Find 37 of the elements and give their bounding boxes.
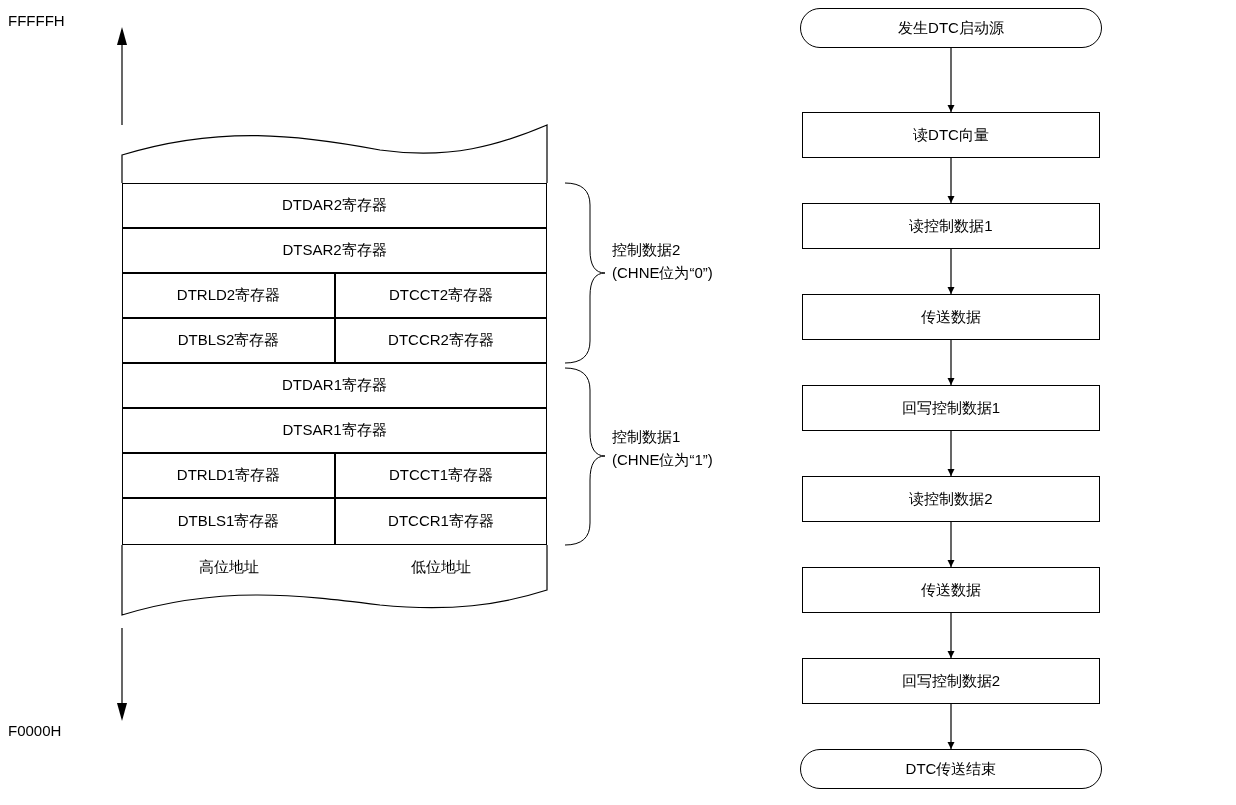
process-box: 读控制数据2 — [802, 476, 1100, 522]
arrow — [947, 703, 955, 750]
terminator-shape: 发生DTC启动源 — [800, 8, 1102, 48]
register-cell: DTCCT1寄存器 — [335, 453, 547, 498]
arrow — [947, 339, 955, 386]
process-box: 回写控制数据2 — [802, 658, 1100, 704]
register-cell: DTBLS2寄存器 — [122, 318, 335, 363]
process-box: 回写控制数据1 — [802, 385, 1100, 431]
process-box: 传送数据 — [802, 294, 1100, 340]
process-box: 读控制数据1 — [802, 203, 1100, 249]
register-cell: DTCCT2寄存器 — [335, 273, 547, 318]
arrow — [947, 47, 955, 113]
register-cell: DTRLD1寄存器 — [122, 453, 335, 498]
register-cell: DTDAR1寄存器 — [122, 363, 547, 408]
process-box: 读DTC向量 — [802, 112, 1100, 158]
process-box: 传送数据 — [802, 567, 1100, 613]
register-cell: DTRLD2寄存器 — [122, 273, 335, 318]
arrow — [947, 612, 955, 659]
brace-label: (CHNE位为“1”) — [612, 450, 713, 470]
register-cell: DTDAR2寄存器 — [122, 183, 547, 228]
register-cell: DTSAR2寄存器 — [122, 228, 547, 273]
terminator-shape: DTC传送结束 — [800, 749, 1102, 789]
arrow — [947, 521, 955, 568]
arrow — [947, 157, 955, 204]
brace-label: 控制数据1 — [612, 427, 681, 447]
address-label: FFFFFH — [8, 11, 65, 31]
register-cell: DTCCR1寄存器 — [335, 498, 547, 545]
brace-label: (CHNE位为“0”) — [612, 263, 713, 283]
arrow — [947, 248, 955, 295]
register-cell: DTSAR1寄存器 — [122, 408, 547, 453]
brace-label: 控制数据2 — [612, 240, 681, 260]
address-label: F0000H — [8, 721, 62, 741]
arrow — [947, 430, 955, 477]
register-cell: DTCCR2寄存器 — [335, 318, 547, 363]
register-cell: DTBLS1寄存器 — [122, 498, 335, 545]
address-cell: 高位地址 — [122, 545, 335, 590]
address-cell: 低位地址 — [335, 545, 547, 590]
